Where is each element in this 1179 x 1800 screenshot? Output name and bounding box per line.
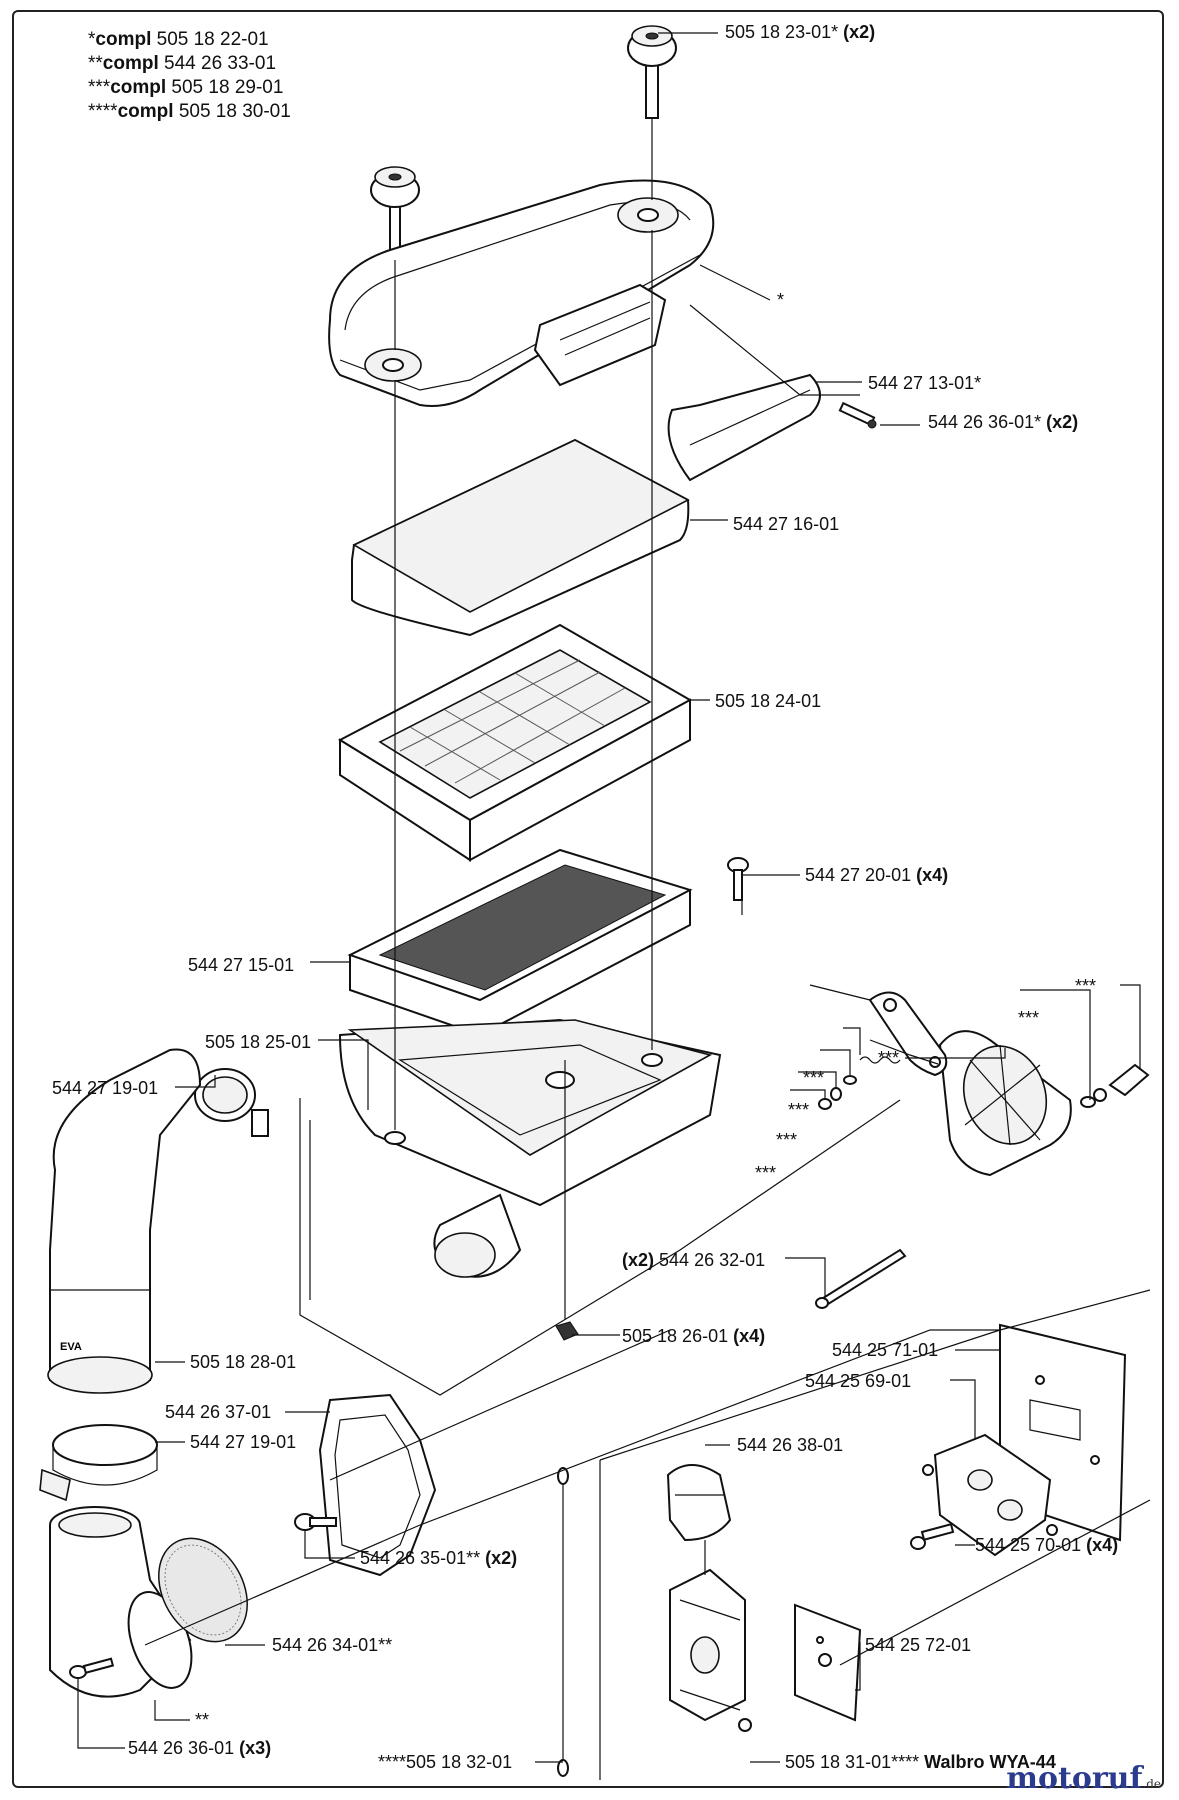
base-nut xyxy=(555,1321,579,1341)
long-rod xyxy=(815,1248,907,1309)
svg-text:EVA: EVA xyxy=(60,1341,82,1353)
part-label-rod: (x2) 544 26 32-01 xyxy=(622,1250,766,1270)
legend-row: ***compl 505 18 29-01 xyxy=(88,77,284,98)
intake-adapter-flange xyxy=(938,1030,1072,1177)
part-label-carburetor: 505 18 31-01**** Walbro WYA-44 xyxy=(785,1752,1056,1772)
part-label-spring: *** xyxy=(788,1100,810,1120)
filter-frame-grid xyxy=(337,623,693,862)
part-label-paper-filter: 544 27 15-01 xyxy=(188,955,295,975)
part-label-elbow: 505 18 28-01 xyxy=(190,1352,297,1372)
carb-gasket-small xyxy=(794,1603,862,1722)
carb-bolt xyxy=(910,1523,955,1550)
carb-cap xyxy=(666,1464,732,1542)
hose-clamp-lower xyxy=(39,1424,158,1502)
mesh-screen xyxy=(158,1537,248,1643)
part-label-filter-base: 505 18 25-01 xyxy=(205,1032,312,1052)
paper-filter xyxy=(347,848,693,1037)
part-label-filter-screw: 544 27 20-01 (x4) xyxy=(805,865,949,885)
part-label-lever: *** xyxy=(803,1068,825,1088)
adapter-housing xyxy=(49,1506,193,1698)
cover-knob-left xyxy=(370,166,420,259)
brand-watermark: motoruf.de xyxy=(1006,1761,1161,1796)
part-label-o-ring: *** xyxy=(1018,1008,1040,1028)
part-label-adapter-housing: ** xyxy=(195,1710,210,1730)
part-label-mesh-screen: 544 26 34-01** xyxy=(272,1635,393,1655)
cover-latch xyxy=(667,373,877,482)
pre-filter-pad xyxy=(351,438,690,637)
diagram-frame xyxy=(12,10,1164,1788)
air-filter-cover xyxy=(328,179,715,407)
part-label-washer: *** xyxy=(776,1130,798,1150)
screw-lower-left xyxy=(69,1657,115,1679)
part-label-nipple: *** xyxy=(1075,976,1097,996)
part-label-base-nut: 505 18 26-01 (x4) xyxy=(622,1326,766,1346)
hose-clamp-upper xyxy=(194,1068,269,1137)
o-ring xyxy=(1080,1096,1096,1108)
part-label-clamp-lower: 544 27 19-01 xyxy=(190,1432,297,1452)
part-label-cover: * xyxy=(777,290,785,310)
washer xyxy=(830,1075,857,1101)
intake-elbow: EVA xyxy=(47,1048,202,1394)
part-label-carb-gasket: 544 25 72-01 xyxy=(865,1635,972,1655)
part-label-gasket-plate: 544 25 71-01 xyxy=(832,1340,939,1360)
part-label-small-screw: *** xyxy=(755,1163,777,1183)
part-label-carb-spacer: 544 25 69-01 xyxy=(805,1371,912,1391)
small-screw-right xyxy=(818,1098,832,1110)
part-label-screw-lower: 544 26 36-01 (x3) xyxy=(128,1738,272,1758)
leader-lines xyxy=(77,32,1151,1780)
gasket-ring xyxy=(318,1393,437,1577)
kit-legend: *compl 505 18 22-01 **compl 544 26 33-01… xyxy=(88,28,291,124)
part-label-filter-frame: 505 18 24-01 xyxy=(715,691,822,711)
cover-knob-right xyxy=(627,25,677,119)
part-label-latch-screw: 544 26 36-01* (x2) xyxy=(928,412,1079,432)
spring xyxy=(859,1056,901,1064)
legend-row: **compl 544 26 33-01 xyxy=(88,53,277,74)
nipple-fitting xyxy=(1093,1063,1150,1102)
carburetor xyxy=(669,1568,752,1732)
part-label-pre-filter: 544 27 16-01 xyxy=(733,514,840,534)
part-label-gasket-ring: 544 26 37-01 xyxy=(165,1402,272,1422)
part-label-small-bolt: 544 26 35-01** (x2) xyxy=(360,1548,518,1568)
carb-spacer xyxy=(922,1433,1058,1557)
small-bolt xyxy=(294,1513,337,1531)
filter-screw xyxy=(727,857,749,901)
air-filter-base xyxy=(338,1018,722,1278)
legend-row: *compl 505 18 22-01 xyxy=(88,29,269,50)
part-label-fuel-line: ****505 18 32-01 xyxy=(378,1752,513,1772)
part-label-carb-cap: 544 26 38-01 xyxy=(737,1435,844,1455)
part-label-clamp-upper: 544 27 19-01 xyxy=(52,1078,159,1098)
part-label-adapter: *** xyxy=(878,1048,900,1068)
fuel-line-wire xyxy=(557,1467,569,1777)
part-label-carb-bolt: 544 25 70-01 (x4) xyxy=(975,1535,1119,1555)
legend-row: ****compl 505 18 30-01 xyxy=(88,101,291,122)
part-label-knob: 505 18 23-01* (x2) xyxy=(725,22,876,42)
part-label-latch: 544 27 13-01* xyxy=(868,373,982,393)
